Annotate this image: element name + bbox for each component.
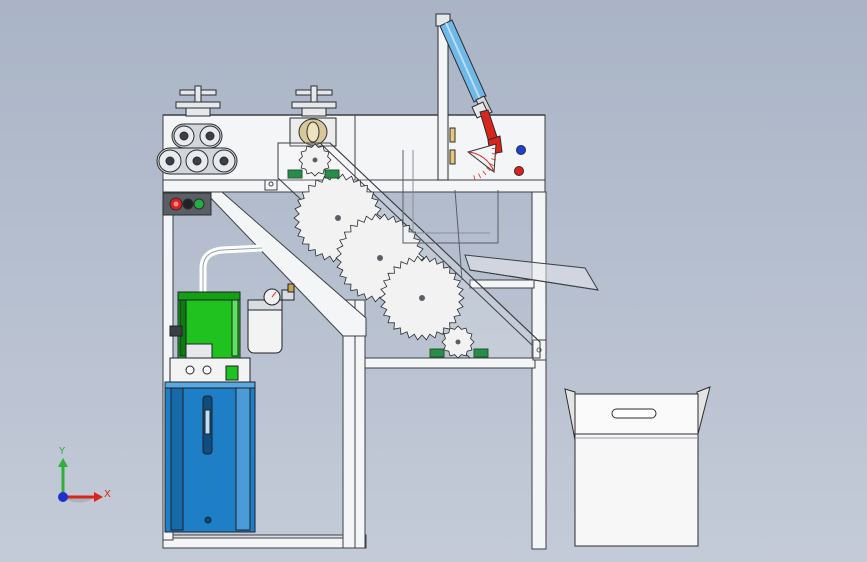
housing-right-box <box>354 114 546 181</box>
gear-hub <box>377 255 383 261</box>
dial-tick <box>490 141 496 145</box>
gear-hub <box>455 339 461 345</box>
collection-box <box>564 386 711 547</box>
mid-rail <box>469 279 535 289</box>
roller-assembly <box>156 123 238 175</box>
orientation-triad: Y X <box>58 446 111 503</box>
gear-mount <box>324 169 340 179</box>
gear-train <box>293 143 475 359</box>
control-panel <box>162 192 212 216</box>
start-button[interactable] <box>193 198 205 210</box>
gear-hub <box>312 157 318 163</box>
hydraulic-unit <box>164 244 295 533</box>
dial-tick <box>489 162 494 166</box>
gear-mount <box>287 169 303 179</box>
lower-rail <box>364 357 536 369</box>
box-body <box>574 433 699 547</box>
right-leg <box>531 191 547 550</box>
gear-mounts <box>287 169 489 358</box>
dial-tick <box>491 147 497 150</box>
feed-roller <box>289 117 337 147</box>
indicator-light-red <box>514 166 524 176</box>
x-axis-label: X <box>104 489 111 500</box>
oil-filter <box>247 304 283 354</box>
gear-mount <box>429 348 445 358</box>
z-axis-dot <box>58 492 68 502</box>
diagonal-brace <box>203 191 367 337</box>
discharge-tray <box>402 150 599 291</box>
dial-tick <box>490 158 497 161</box>
base-plate-stripe <box>162 534 367 539</box>
gear-hub <box>419 295 425 301</box>
dial-tick <box>482 170 487 176</box>
indicator-light-blue <box>516 145 526 155</box>
gear-hub <box>335 215 341 221</box>
center-leg-inner <box>354 299 366 549</box>
dial-tick <box>473 175 476 181</box>
stop-button[interactable] <box>182 198 194 210</box>
adjust-dial[interactable] <box>466 143 497 173</box>
center-leg <box>342 299 356 549</box>
gear-mount <box>473 348 489 358</box>
dial-tick <box>486 167 491 171</box>
dial-tick <box>478 173 482 179</box>
pneumatic-cylinder <box>435 13 503 181</box>
y-axis-label: Y <box>58 446 66 457</box>
handwheel-left <box>175 85 221 117</box>
box-handle-slot <box>611 408 657 419</box>
handwheel-right <box>291 85 337 117</box>
